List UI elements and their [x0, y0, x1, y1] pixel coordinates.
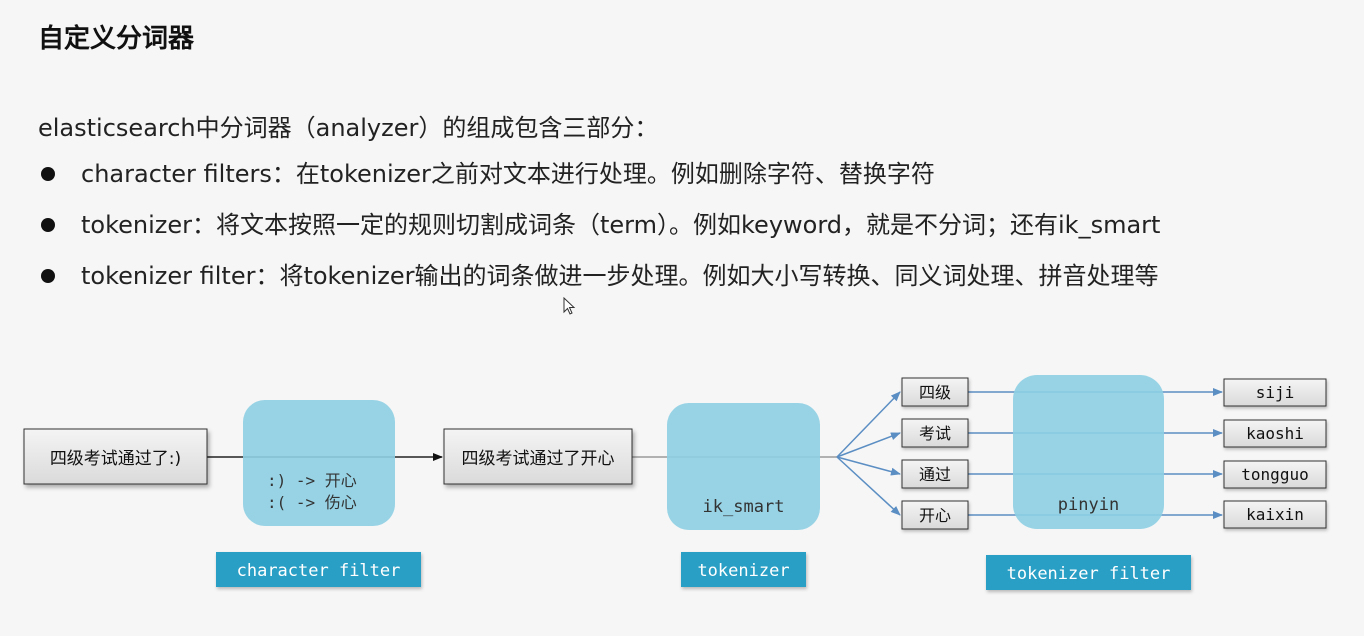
connector-line [836, 456, 901, 516]
svg-text:四级: 四级 [919, 383, 951, 402]
filtered-text-box: 四级考试通过了开心 [443, 428, 633, 485]
bullet-dot-icon [41, 269, 55, 283]
input-text-box: 四级考试通过了:) [23, 428, 208, 485]
connector-line [836, 432, 901, 458]
svg-text:tokenizer: tokenizer [697, 561, 789, 581]
svg-text:kaixin: kaixin [1246, 505, 1304, 524]
token-box: 四级 [901, 377, 969, 407]
list-item-text: tokenizer：将文本按照一定的规则切割成词条（term）。例如keywor… [81, 211, 1161, 239]
token-box: 通过 [901, 459, 969, 489]
char-filter-rule: :( -> 伤心 [267, 493, 357, 512]
token-box: 开心 [901, 500, 969, 530]
token-filter-name: pinyin [1058, 495, 1119, 515]
connector-line [836, 391, 901, 458]
list-item-text: character filters：在tokenizer之前对文本进行处理。例如… [81, 160, 935, 188]
svg-text:考试: 考试 [919, 424, 951, 443]
svg-text:kaoshi: kaoshi [1246, 424, 1304, 443]
filtered-text: 四级考试通过了开心 [462, 449, 615, 469]
character-filter-stage: :) -> 开心 :( -> 伤心 [243, 400, 395, 526]
token-box: 考试 [901, 418, 969, 448]
output-box: siji [1223, 378, 1327, 407]
connector-line [836, 456, 901, 476]
bullet-dot-icon [41, 167, 55, 181]
list-item-tokenizer: tokenizer：将文本按照一定的规则切割成词条（term）。例如keywor… [38, 207, 1160, 258]
output-box: kaoshi [1223, 419, 1327, 448]
output-box: kaixin [1223, 500, 1327, 529]
tokenizer-stage: ik_smart [667, 403, 820, 530]
page-title: 自定义分词器 [38, 24, 195, 54]
tokenizer-label: tokenizer [681, 552, 806, 587]
input-text: 四级考试通过了:) [50, 449, 181, 469]
char-filter-rule: :) -> 开心 [267, 471, 357, 490]
list-item-tokenizer-filter: tokenizer filter：将tokenizer输出的词条做进一步处理。例… [38, 258, 1160, 309]
svg-text:通过: 通过 [919, 465, 951, 484]
tokenizer-name: ik_smart [703, 497, 785, 517]
bullet-dot-icon [41, 218, 55, 232]
list-item-text: tokenizer filter：将tokenizer输出的词条做进一步处理。例… [81, 262, 1159, 290]
svg-text:tongguo: tongguo [1241, 465, 1308, 484]
token-filter-stage: pinyin [1013, 375, 1164, 529]
svg-text:siji: siji [1256, 383, 1295, 402]
mouse-cursor-icon [563, 297, 576, 315]
component-list: character filters：在tokenizer之前对文本进行处理。例如… [38, 156, 1160, 309]
svg-text:开心: 开心 [919, 506, 951, 525]
svg-text:character filter: character filter [237, 561, 401, 581]
character-filter-label: character filter [216, 552, 421, 587]
output-box: tongguo [1223, 460, 1327, 489]
token-filter-label: tokenizer filter [986, 555, 1191, 590]
svg-text:tokenizer filter: tokenizer filter [1007, 564, 1171, 584]
list-item-character-filters: character filters：在tokenizer之前对文本进行处理。例如… [38, 156, 1160, 207]
intro-text: elasticsearch中分词器（analyzer）的组成包含三部分： [38, 114, 659, 142]
